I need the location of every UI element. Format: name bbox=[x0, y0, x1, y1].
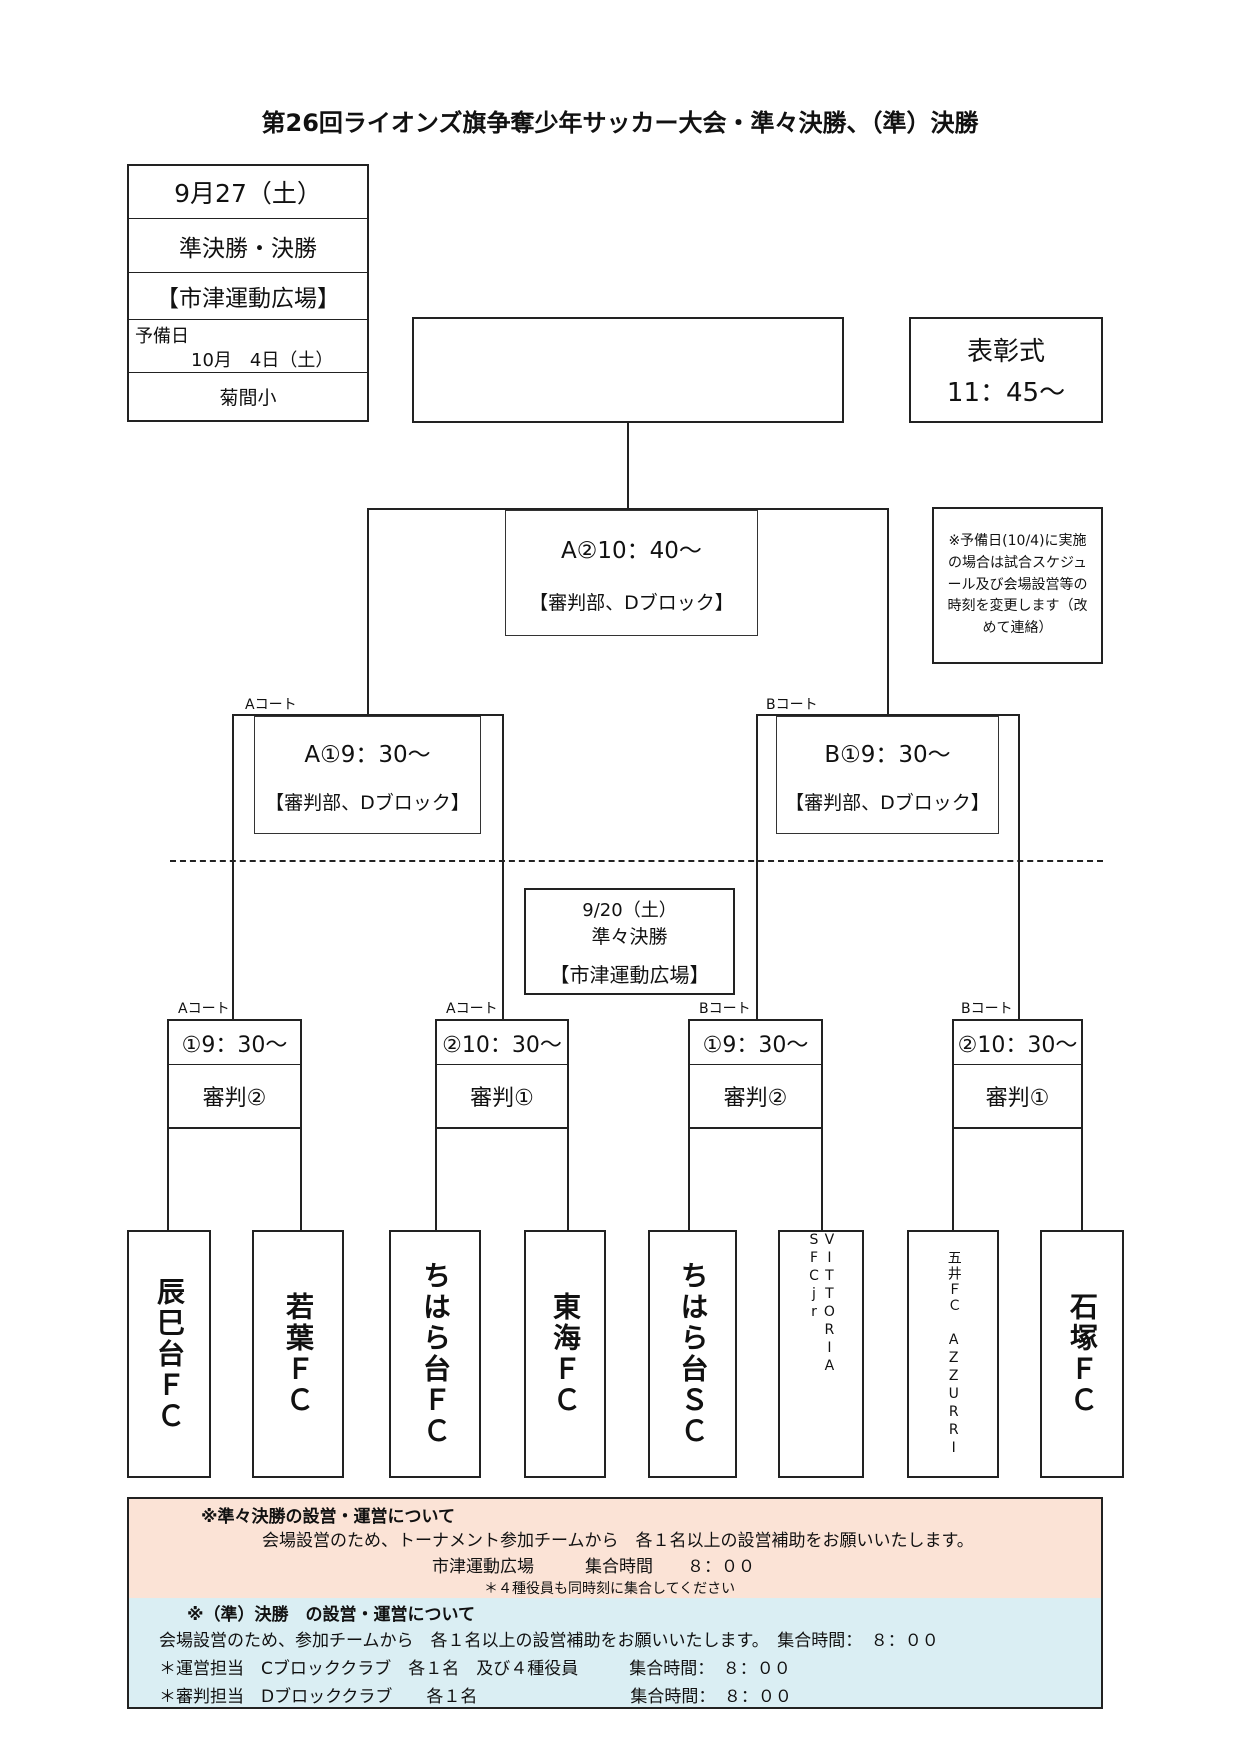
qf4-left-leg bbox=[952, 1129, 954, 1230]
ceremony-box: 表彰式 11：45～ bbox=[909, 317, 1103, 423]
semi-b-time: B①9：30～ bbox=[824, 741, 951, 768]
champion-box bbox=[412, 317, 844, 423]
semi-a-time: A①9：30～ bbox=[304, 741, 431, 768]
ceremony-label: 表彰式 bbox=[966, 337, 1045, 367]
qf3-box: ①9：30～ 審判② bbox=[688, 1019, 823, 1129]
qf-notes-line1: 会場設営のため、トーナメント参加チームから 各１名以上の設営補助をお願いいたしま… bbox=[262, 1531, 974, 1551]
reserve-label: 予備日 bbox=[135, 326, 189, 347]
qf2-left-leg bbox=[435, 1129, 437, 1230]
final-match-box: A②10：40～ 【審判部、Dブロック】 bbox=[505, 510, 758, 636]
qf2-box: ②10：30～ 審判① bbox=[435, 1019, 569, 1129]
qf1-referee: 審判② bbox=[202, 1086, 267, 1111]
ceremony-time: 11：45～ bbox=[946, 378, 1066, 408]
qf-info-box: 9/20（土） 準々決勝 【市津運動広場】 bbox=[524, 888, 735, 995]
final-notes-line3: ＊審判担当 Dブロッククラブ 各１名 集合時間： ８：００ bbox=[159, 1687, 792, 1707]
team-1-name: 辰巳台ＦＣ bbox=[153, 1276, 186, 1432]
team-4-name: 東海ＦＣ bbox=[549, 1292, 582, 1416]
notes-box: ※準々決勝の設営・運営について 会場設営のため、トーナメント参加チームから 各１… bbox=[127, 1497, 1103, 1709]
team-2: 若葉ＦＣ bbox=[252, 1230, 344, 1478]
page-title: 第26回ライオンズ旗争奪少年サッカー大会・準々決勝、（準）決勝 bbox=[261, 108, 979, 137]
qf-date: 9/20（土） bbox=[582, 899, 677, 921]
qf4-time: ②10：30～ bbox=[954, 1021, 1081, 1065]
semi-a-referee: 【審判部、Dブロック】 bbox=[265, 792, 470, 815]
champion-connector bbox=[627, 423, 629, 509]
semi-b-court: Bコート bbox=[766, 697, 818, 713]
qf-notes-line2: 市津運動広場 集合時間 ８：００ bbox=[432, 1557, 755, 1577]
reserve-note: ※予備日(10/4)に実施の場合は試合スケジュール及び会場設営等の時刻を変更しま… bbox=[932, 507, 1103, 664]
final-right-leg bbox=[887, 508, 889, 714]
semi-b-referee: 【審判部、Dブロック】 bbox=[785, 792, 990, 815]
semi-b-right-leg bbox=[1018, 714, 1020, 1020]
semi-a-court: Aコート bbox=[245, 697, 297, 713]
qf1-left-leg bbox=[167, 1129, 169, 1230]
qf1-time: ①9：30～ bbox=[169, 1021, 300, 1065]
semi-a-right-leg bbox=[502, 714, 504, 1020]
semi-b-left-leg bbox=[756, 714, 758, 1020]
team-8: 石塚ＦＣ bbox=[1040, 1230, 1124, 1478]
final-notes: ※（準）決勝 の設営・運営について 会場設営のため、参加チームから 各１名以上の… bbox=[129, 1598, 1101, 1707]
team-1: 辰巳台ＦＣ bbox=[127, 1230, 211, 1478]
qf-venue: 【市津運動広場】 bbox=[549, 962, 710, 987]
final-venue: 【市津運動広場】 bbox=[129, 273, 367, 320]
day-divider bbox=[170, 860, 1103, 862]
final-left-leg bbox=[367, 508, 369, 714]
final-bar bbox=[367, 508, 889, 510]
final-info-box: 9月27（土） 準決勝・決勝 【市津運動広場】 予備日 10月 4日（土） 菊間… bbox=[127, 164, 369, 422]
qf3-time: ①9：30～ bbox=[690, 1021, 821, 1065]
qf1-right-leg bbox=[300, 1129, 302, 1230]
final-notes-line2: ＊運営担当 Cブロッククラブ 各１名 及び４種役員 集合時間： ８：００ bbox=[159, 1659, 791, 1679]
team-3-name: ちはら台ＦＣ bbox=[419, 1261, 452, 1447]
qf-notes: ※準々決勝の設営・運営について 会場設営のため、トーナメント参加チームから 各１… bbox=[129, 1499, 1101, 1599]
team-6: VITTORIA SFCjr bbox=[778, 1230, 864, 1478]
semi-b-bar bbox=[756, 714, 1020, 716]
qf1-court: Aコート bbox=[178, 1001, 230, 1017]
team-7: 五井ＦＣ AZZURRI bbox=[907, 1230, 999, 1478]
semi-a-bar bbox=[232, 714, 504, 716]
qf4-box: ②10：30～ 審判① bbox=[952, 1019, 1083, 1129]
qf2-referee: 審判① bbox=[470, 1086, 534, 1111]
qf1-box: ①9：30～ 審判② bbox=[167, 1019, 302, 1129]
qf3-left-leg bbox=[688, 1129, 690, 1230]
qf2-right-leg bbox=[567, 1129, 569, 1230]
final-date: 9月27（土） bbox=[129, 166, 367, 219]
team-4: 東海ＦＣ bbox=[524, 1230, 606, 1478]
team-5-name: ちはら台ＳＣ bbox=[676, 1261, 710, 1447]
final-notes-heading: ※（準）決勝 の設営・運営について bbox=[187, 1605, 476, 1625]
final-notes-line1: 会場設営のため、参加チームから 各１名以上の設営補助をお願いいたします。 集合時… bbox=[159, 1631, 939, 1651]
qf2-court: Aコート bbox=[446, 1001, 498, 1017]
reserve-date: 10月 4日（土） bbox=[191, 350, 334, 371]
qf4-referee: 審判① bbox=[985, 1086, 1050, 1111]
team-7-name: 五井ＦＣ AZZURRI bbox=[945, 1250, 962, 1458]
qf3-right-leg bbox=[821, 1129, 823, 1230]
final-match-referee: 【審判部、Dブロック】 bbox=[529, 592, 734, 615]
team-6-name: VITTORIA SFCjr bbox=[806, 1232, 838, 1376]
team-5: ちはら台ＳＣ bbox=[648, 1230, 737, 1478]
qf3-referee: 審判② bbox=[723, 1086, 788, 1111]
qf-notes-heading: ※準々決勝の設営・運営について bbox=[201, 1507, 456, 1527]
reserve-day: 予備日 10月 4日（土） bbox=[129, 320, 367, 373]
qf4-court: Bコート bbox=[961, 1001, 1013, 1017]
semi-a-box: A①9：30～ 【審判部、Dブロック】 bbox=[254, 716, 481, 834]
qf3-court: Bコート bbox=[699, 1001, 751, 1017]
reserve-venue: 菊間小 bbox=[219, 386, 277, 409]
team-2-name: 若葉ＦＣ bbox=[282, 1292, 315, 1416]
final-match-time: A②10：40～ bbox=[561, 537, 702, 564]
qf-round: 準々決勝 bbox=[591, 925, 668, 948]
team-8-name: 石塚ＦＣ bbox=[1066, 1292, 1099, 1416]
team-3: ちはら台ＦＣ bbox=[389, 1230, 481, 1478]
qf-notes-line3: ＊４種役員も同時刻に集合してください bbox=[484, 1581, 736, 1597]
qf4-right-leg bbox=[1081, 1129, 1083, 1230]
semi-a-left-leg bbox=[232, 714, 234, 1020]
semi-b-box: B①9：30～ 【審判部、Dブロック】 bbox=[776, 716, 999, 834]
qf2-time: ②10：30～ bbox=[437, 1021, 567, 1065]
final-round: 準決勝・決勝 bbox=[129, 219, 367, 273]
